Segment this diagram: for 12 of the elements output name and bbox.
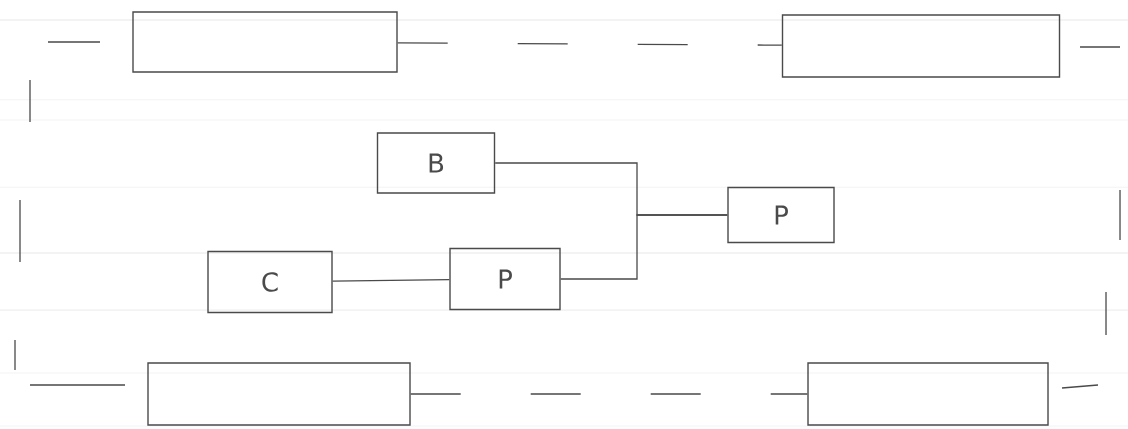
connector-line — [397, 42, 783, 46]
labeled-box: P — [449, 247, 561, 311]
empty-box — [147, 362, 411, 426]
connector-line — [332, 279, 450, 282]
labeled-box: B — [376, 132, 496, 194]
labeled-box: C — [207, 250, 333, 314]
connector-line — [410, 393, 808, 395]
empty-box — [132, 11, 398, 73]
connector-line — [560, 214, 728, 280]
empty-box — [781, 14, 1061, 78]
empty-box — [807, 362, 1049, 426]
labeled-box: P — [727, 186, 835, 244]
